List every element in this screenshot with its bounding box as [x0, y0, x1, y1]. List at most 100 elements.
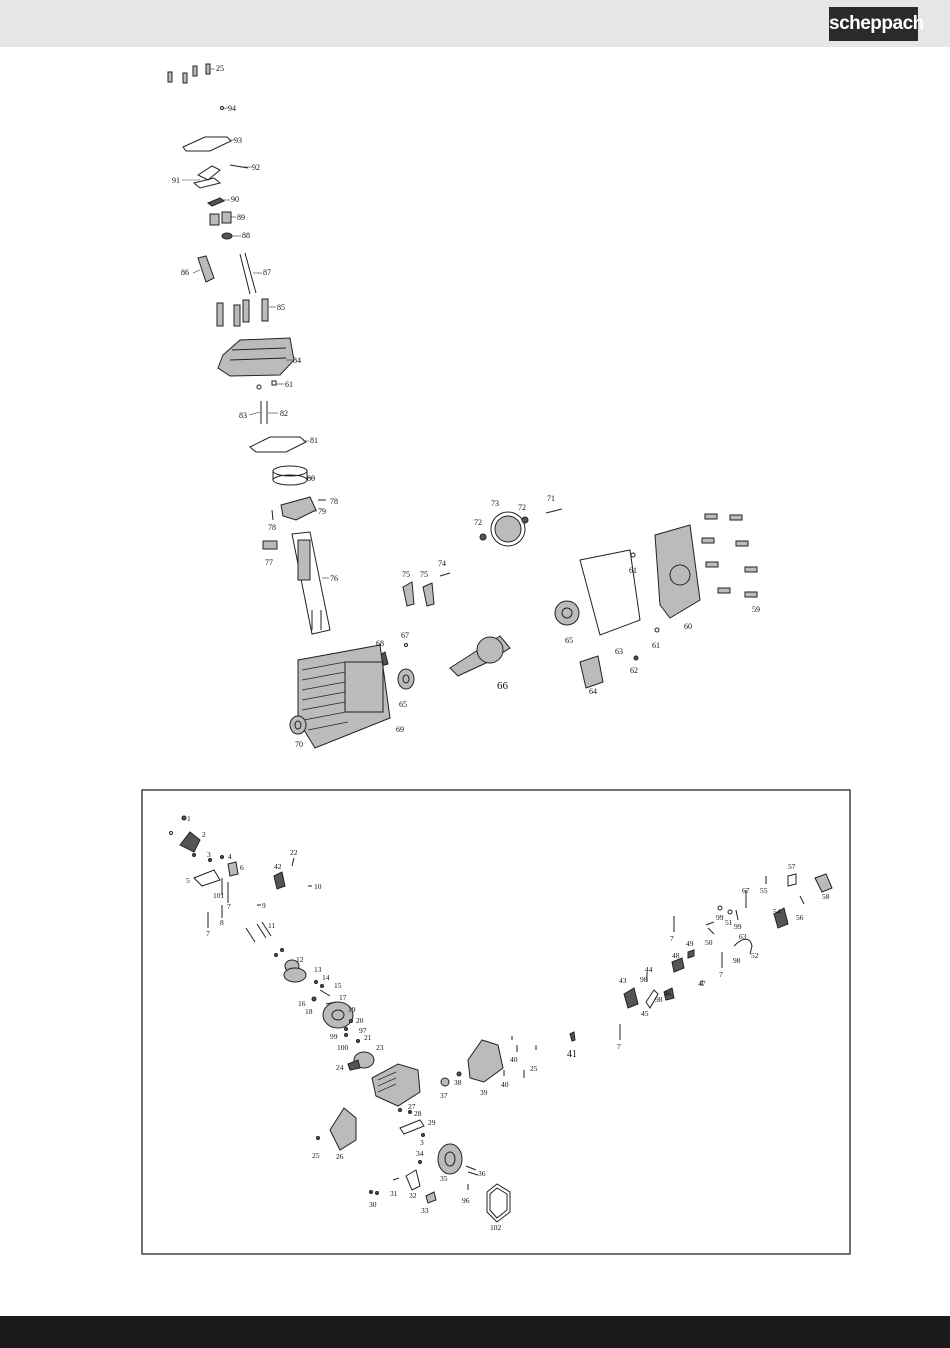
- footer-bar: [0, 1316, 950, 1348]
- part-label: 47: [698, 979, 706, 988]
- part-label: 94: [228, 104, 236, 113]
- part-label: 33: [421, 1206, 429, 1215]
- part-label: 85: [277, 303, 285, 312]
- part-label: 70: [295, 740, 303, 749]
- part-label: 96: [462, 1196, 470, 1205]
- part-label: 19: [348, 1005, 356, 1014]
- part-label: 81: [310, 436, 318, 445]
- part-label: 27: [408, 1102, 416, 1111]
- part-label: 28: [414, 1109, 422, 1118]
- part-label: 24: [336, 1063, 344, 1072]
- part-label: 26: [336, 1152, 344, 1161]
- part-label: 84: [293, 356, 301, 365]
- part-label: 13: [314, 965, 322, 974]
- part-label: 74: [438, 559, 446, 568]
- part-label: 59: [752, 605, 760, 614]
- part-label: 40: [501, 1080, 509, 1089]
- part-label: 35: [440, 1174, 448, 1183]
- part-label: 58: [822, 892, 830, 901]
- part-label: 61: [285, 380, 293, 389]
- part-label: 61: [629, 566, 637, 575]
- part-label: 68: [376, 639, 384, 648]
- part-label: 86: [181, 268, 189, 277]
- part-label: 78: [268, 523, 276, 532]
- part-label: 51: [725, 918, 733, 927]
- part-label: 101: [213, 891, 225, 900]
- part-label: 7: [670, 934, 674, 943]
- lower-part-labels: 1 2 3 4 5 6 101 7 8 7 22 42 10 9 11 12 1…: [186, 814, 830, 1232]
- part-label: 72: [474, 518, 482, 527]
- part-label: 52: [751, 951, 759, 960]
- part-label: 79: [318, 507, 326, 516]
- part-label: 83: [239, 411, 247, 420]
- part-label: 40: [510, 1055, 518, 1064]
- part-label: 20: [356, 1016, 364, 1025]
- part-label: 98: [640, 975, 648, 984]
- part-label: 36: [478, 1169, 486, 1178]
- part-label: 49: [686, 939, 694, 948]
- part-label: 5: [186, 876, 190, 885]
- part-label: 75: [420, 570, 428, 579]
- part-label: 99: [716, 913, 724, 922]
- part-label: 2: [202, 830, 206, 839]
- upper-parts-drawing: [167, 63, 758, 749]
- upper-part-labels: 25 94 93 92 91 90 89 88 87 86 85 84 61 8…: [172, 64, 760, 749]
- part-label: 34: [416, 1149, 424, 1158]
- part-label: 21: [364, 1033, 372, 1042]
- part-label: 57: [788, 862, 796, 871]
- part-label: 97: [359, 1026, 367, 1035]
- upper-leader-lines: [182, 68, 329, 579]
- part-label: 7: [719, 970, 723, 979]
- part-label: 15: [334, 981, 342, 990]
- part-label: 99: [330, 1032, 338, 1041]
- part-label: 7: [227, 902, 231, 911]
- part-label: 71: [547, 494, 555, 503]
- part-label: 80: [307, 474, 315, 483]
- part-label: 6: [240, 863, 244, 872]
- part-label: 44: [645, 965, 653, 974]
- part-label: 50: [705, 938, 713, 947]
- part-label: 87: [263, 268, 271, 277]
- part-label: 39: [480, 1088, 488, 1097]
- part-label: 62: [630, 666, 638, 675]
- part-label: 25: [530, 1064, 538, 1073]
- part-label: 75: [402, 570, 410, 579]
- part-label: 88: [242, 231, 250, 240]
- part-label: 98: [655, 995, 663, 1004]
- part-label: 32: [409, 1191, 417, 1200]
- part-label: 99: [734, 922, 742, 931]
- part-label: 66: [497, 680, 509, 692]
- lower-parts-drawing: [169, 815, 833, 1223]
- part-label: 89: [237, 213, 245, 222]
- part-label: 4: [228, 852, 232, 861]
- part-label: 8: [220, 918, 224, 927]
- part-label: 92: [252, 163, 260, 172]
- part-label: 1: [187, 814, 191, 823]
- part-label: 45: [641, 1009, 649, 1018]
- part-label: 60: [684, 622, 692, 631]
- part-label: 91: [172, 176, 180, 185]
- part-label: 12: [296, 955, 304, 964]
- part-label: 63: [615, 647, 623, 656]
- part-label: 7: [206, 929, 210, 938]
- part-label: 30: [369, 1200, 377, 1209]
- part-label: 48: [672, 951, 680, 960]
- part-label: 46: [664, 989, 672, 998]
- part-label: 72: [518, 503, 526, 512]
- part-label: 23: [376, 1043, 384, 1052]
- part-label: 25: [312, 1151, 320, 1160]
- part-label: 43: [619, 976, 627, 985]
- part-label: 3: [207, 850, 211, 859]
- part-label: 9: [262, 901, 266, 910]
- part-label: 31: [390, 1189, 398, 1198]
- scheppach-logo: scheppach: [829, 7, 924, 41]
- part-label: 102: [490, 1223, 502, 1232]
- part-label: 55: [760, 886, 768, 895]
- part-label: 76: [330, 574, 338, 583]
- part-label: 78: [330, 497, 338, 506]
- part-label: 65: [399, 700, 407, 709]
- part-label: 73: [491, 499, 499, 508]
- part-label: 37: [440, 1091, 448, 1100]
- part-label: 61: [652, 641, 660, 650]
